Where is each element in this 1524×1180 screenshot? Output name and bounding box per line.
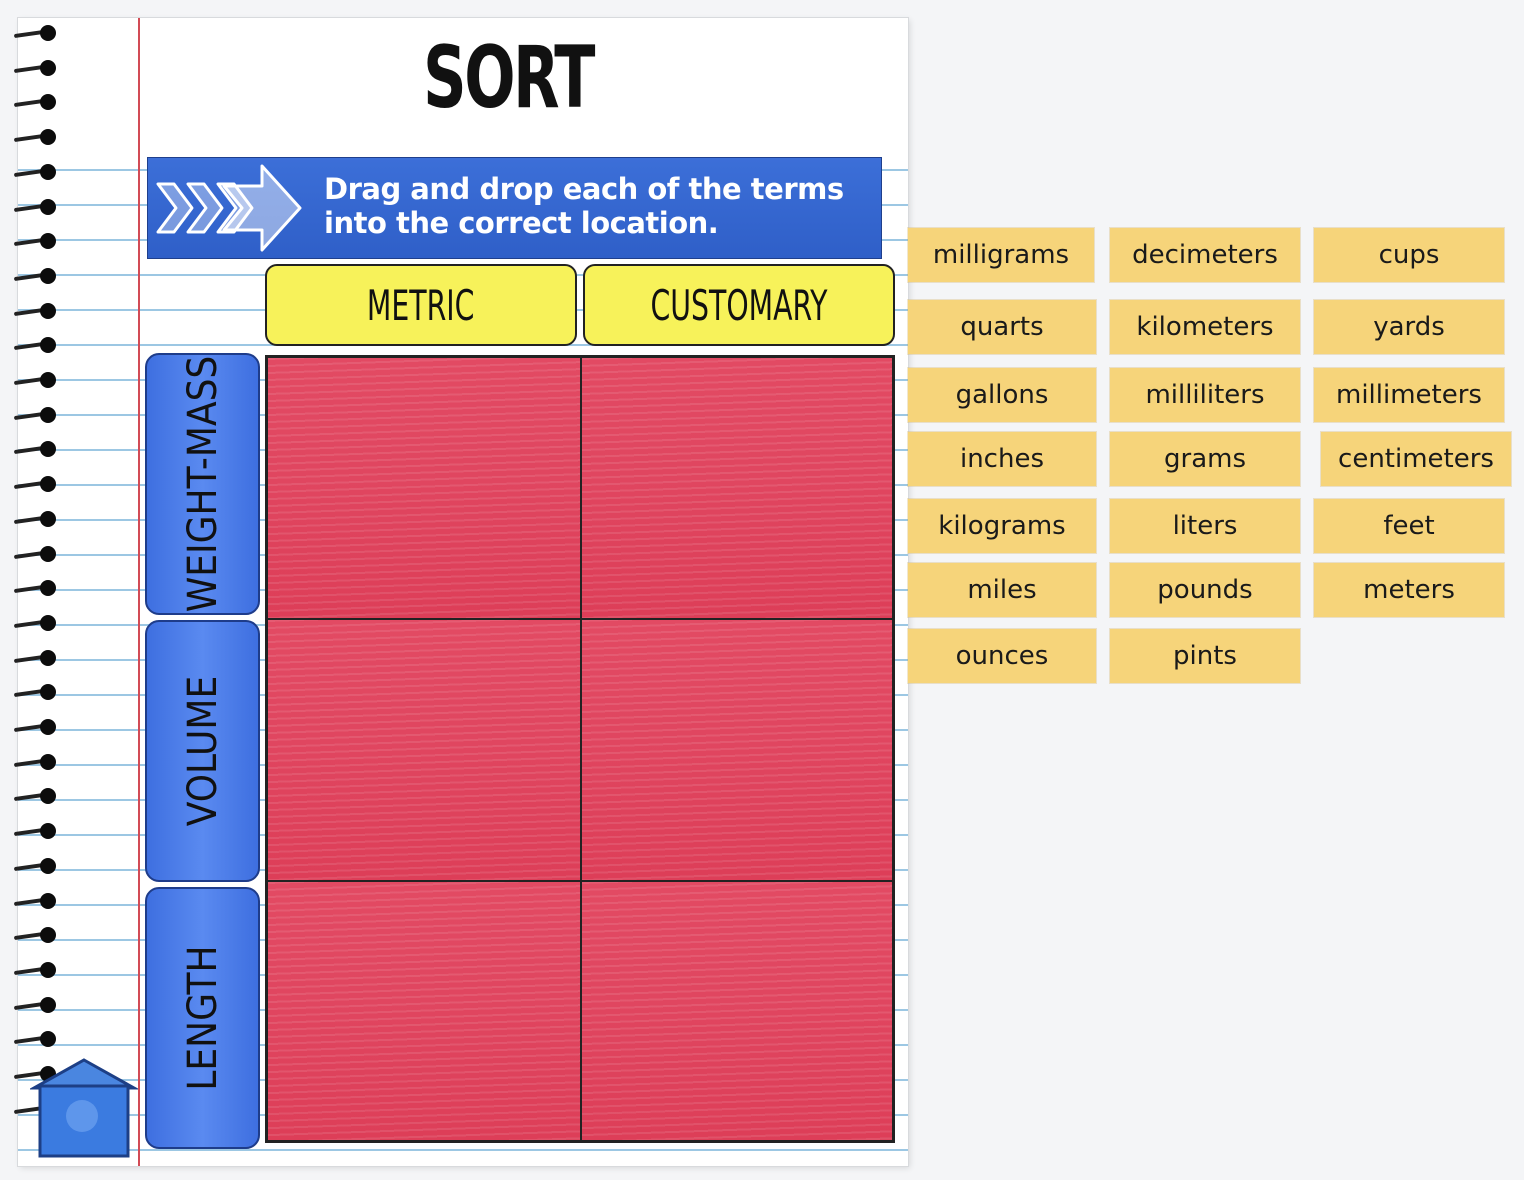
spiral-ring (13, 267, 68, 285)
term-card-miles[interactable]: miles (908, 563, 1096, 617)
term-card-inches[interactable]: inches (908, 432, 1096, 486)
term-card-kilograms[interactable]: kilograms (908, 499, 1096, 553)
sort-grid (265, 355, 895, 1143)
drop-zone-customary-volume[interactable] (581, 619, 893, 881)
column-header-customary: CUSTOMARY (583, 264, 895, 346)
spiral-ring (13, 371, 68, 389)
drop-zone-customary-weight-mass[interactable] (581, 357, 893, 619)
term-card-decimeters[interactable]: decimeters (1110, 228, 1300, 282)
drop-zone-customary-length[interactable] (581, 881, 893, 1141)
spiral-ring (13, 336, 68, 354)
spiral-ring (13, 683, 68, 701)
spiral-ring (13, 302, 68, 320)
spiral-ring (13, 996, 68, 1014)
term-card-cups[interactable]: cups (1314, 228, 1504, 282)
home-icon[interactable] (30, 1056, 138, 1160)
term-card-millimeters[interactable]: millimeters (1314, 368, 1504, 422)
page-title: SORT (423, 28, 595, 128)
spiral-ring (13, 926, 68, 944)
term-card-meters[interactable]: meters (1314, 563, 1504, 617)
spiral-ring (13, 24, 68, 42)
term-card-kilometers[interactable]: kilometers (1110, 300, 1300, 354)
spiral-ring (13, 822, 68, 840)
row-header-volume: VOLUME (145, 620, 260, 882)
spiral-ring (13, 649, 68, 667)
drop-zone-metric-weight-mass[interactable] (267, 357, 581, 619)
spiral-ring (13, 59, 68, 77)
term-card-pounds[interactable]: pounds (1110, 563, 1300, 617)
drop-zone-metric-volume[interactable] (267, 619, 581, 881)
spiral-ring (13, 198, 68, 216)
spiral-ring (13, 961, 68, 979)
instruction-text: Drag and drop each of the terms into the… (324, 172, 874, 240)
column-header-metric: METRIC (265, 264, 577, 346)
row-header-weight-mass: WEIGHT-MASS (145, 353, 260, 615)
spiral-ring (13, 614, 68, 632)
instruction-banner: Drag and drop each of the terms into the… (147, 157, 882, 259)
spiral-ring (13, 163, 68, 181)
spiral-ring (13, 579, 68, 597)
spiral-ring (13, 128, 68, 146)
spiral-ring (13, 406, 68, 424)
spiral-ring (13, 510, 68, 528)
term-card-ounces[interactable]: ounces (908, 629, 1096, 683)
term-card-yards[interactable]: yards (1314, 300, 1504, 354)
instruction-line-2: into the correct location. (324, 206, 719, 240)
spiral-ring (13, 892, 68, 910)
spiral-ring (13, 718, 68, 736)
margin-line (138, 18, 140, 1166)
term-card-gallons[interactable]: gallons (908, 368, 1096, 422)
spiral-ring (13, 232, 68, 250)
spiral-ring (13, 440, 68, 458)
term-card-pints[interactable]: pints (1110, 629, 1300, 683)
instruction-line-1: Drag and drop each of the terms (324, 172, 844, 206)
term-card-milligrams[interactable]: milligrams (908, 228, 1094, 282)
row-header-length: LENGTH (145, 887, 260, 1149)
arrow-icon (156, 164, 302, 252)
term-card-liters[interactable]: liters (1110, 499, 1300, 553)
spiral-ring (13, 93, 68, 111)
spiral-ring (13, 1030, 68, 1048)
spiral-ring (13, 475, 68, 493)
spiral-ring (13, 753, 68, 771)
term-card-grams[interactable]: grams (1110, 432, 1300, 486)
term-card-milliliters[interactable]: milliliters (1110, 368, 1300, 422)
spiral-binding (13, 24, 68, 1144)
term-card-centimeters[interactable]: centimeters (1321, 432, 1511, 486)
term-card-feet[interactable]: feet (1314, 499, 1504, 553)
spiral-ring (13, 545, 68, 563)
term-card-quarts[interactable]: quarts (908, 300, 1096, 354)
spiral-ring (13, 787, 68, 805)
drop-zone-metric-length[interactable] (267, 881, 581, 1141)
spiral-ring (13, 857, 68, 875)
